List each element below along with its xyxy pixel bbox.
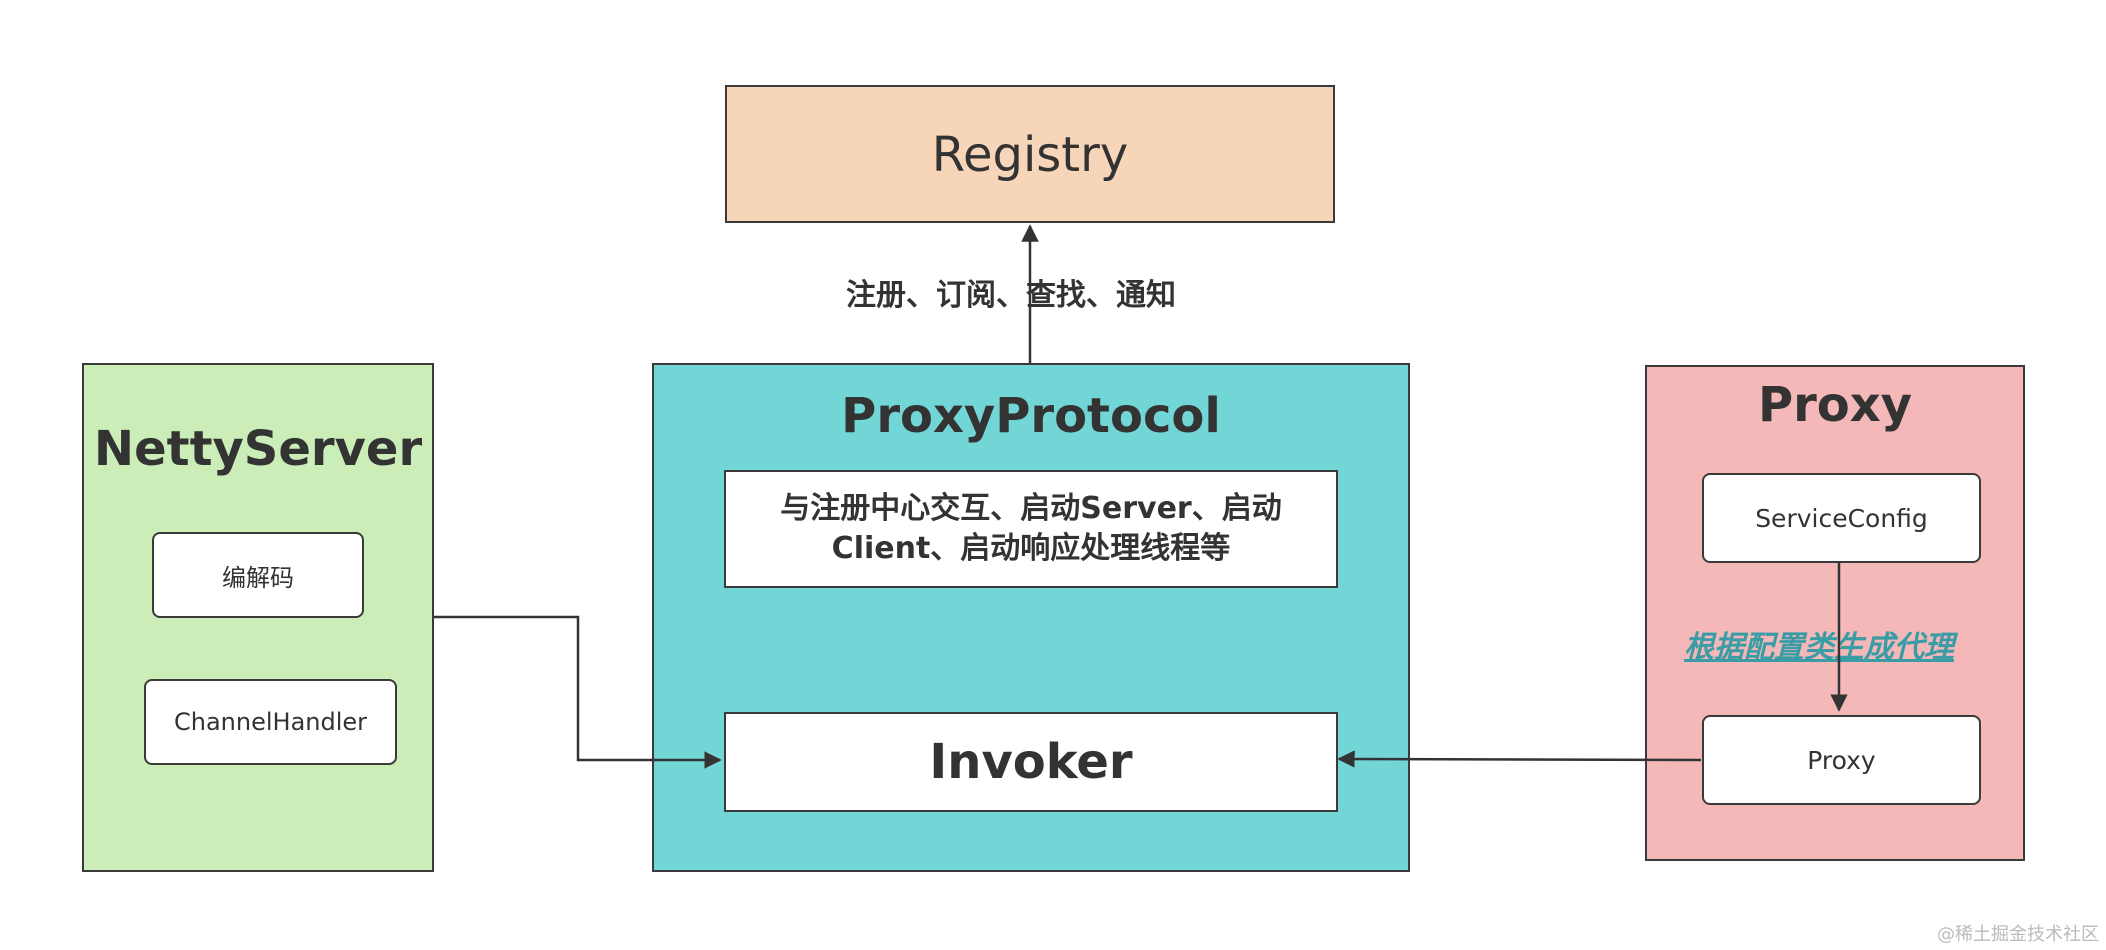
netty-server-title: NettyServer xyxy=(93,421,423,477)
codec-box: 编解码 xyxy=(152,532,364,618)
proxy-protocol-description-box: 与注册中心交互、启动Server、启动 Client、启动响应处理线程等 xyxy=(724,470,1338,588)
description-line-2: Client、启动响应处理线程等 xyxy=(831,531,1231,566)
registry-box: Registry xyxy=(725,85,1335,223)
invoker-box: Invoker xyxy=(724,712,1338,812)
netty-server-box: NettyServer 编解码 ChannelHandler xyxy=(82,363,434,872)
proxy-generation-label: 根据配置类生成代理 xyxy=(1684,630,1954,665)
description-line-1: 与注册中心交互、启动Server、启动 xyxy=(780,491,1282,526)
registry-title: Registry xyxy=(931,127,1129,183)
registry-edge-label: 注册、订阅、查找、通知 xyxy=(846,278,1176,313)
watermark: @稀土掘金技术社区 xyxy=(1937,924,2099,945)
proxy-protocol-box: ProxyProtocol 与注册中心交互、启动Server、启动 Client… xyxy=(652,363,1410,872)
channel-handler-box: ChannelHandler xyxy=(144,679,397,765)
arrow-proxy-to-invoker xyxy=(1337,750,1702,768)
proxy-protocol-title: ProxyProtocol xyxy=(841,388,1221,444)
proxy-item-box: Proxy xyxy=(1702,715,1981,805)
proxy-group-box: Proxy ServiceConfig 根据配置类生成代理 Proxy xyxy=(1645,365,2025,861)
service-config-box: ServiceConfig xyxy=(1702,473,1981,563)
proxy-group-title: Proxy xyxy=(1757,377,1913,433)
arrow-netty-to-invoker xyxy=(434,615,722,769)
